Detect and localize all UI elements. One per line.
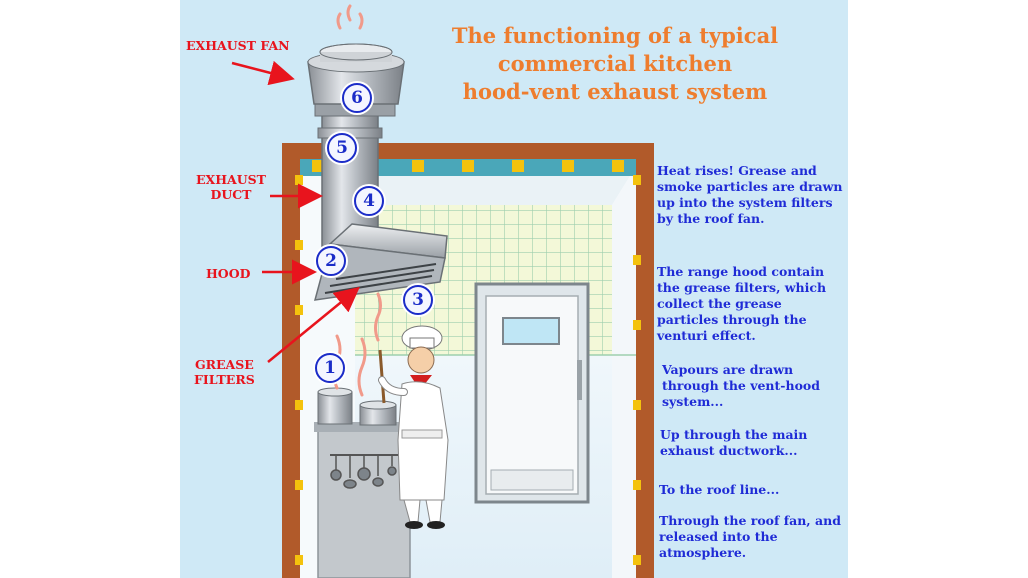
label-hood: HOOD [206, 266, 251, 281]
label-exhaust-fan: EXHAUST FAN [186, 38, 290, 53]
note-1: Heat rises! Grease and smoke particles a… [657, 163, 843, 226]
kitchen-door [474, 282, 590, 504]
note-6: Through the roof fan, and released into … [659, 513, 841, 560]
title-line-1: The functioning of a typical [451, 23, 779, 48]
label-arrows [231, 60, 360, 363]
title-line-3: hood-vent exhaust system [462, 79, 768, 104]
label-exhaust-duct: EXHAUST DUCT [196, 172, 266, 202]
label-grease-filters-line-2: FILTERS [194, 372, 255, 387]
marker-4: 4 [354, 186, 384, 216]
cooking-range [314, 349, 414, 578]
marker-3: 3 [403, 285, 433, 315]
roof-exhaust-fan [307, 43, 405, 117]
note-4: Up through the main exhaust ductwork... [660, 427, 808, 458]
label-grease-filters-line-1: GREASE [194, 357, 254, 372]
note-2: The range hood contain the grease filter… [657, 264, 827, 343]
marker-5: 5 [327, 133, 357, 163]
note-5: To the roof line... [659, 482, 780, 497]
label-exhaust-duct-line-1: EXHAUST [196, 172, 266, 187]
chef-figure [378, 325, 449, 529]
range-hood [313, 223, 448, 301]
label-grease-filters: GREASE FILTERS [194, 357, 255, 387]
note-3: Vapours are drawn through the vent-hood … [662, 362, 820, 409]
marker-1: 1 [315, 353, 345, 383]
marker-6: 6 [342, 83, 372, 113]
marker-2: 2 [316, 246, 346, 276]
diagram-title: The functioning of a typical commercial … [420, 22, 810, 106]
label-exhaust-duct-line-2: DUCT [210, 187, 252, 202]
title-line-2: commercial kitchen [497, 51, 733, 76]
